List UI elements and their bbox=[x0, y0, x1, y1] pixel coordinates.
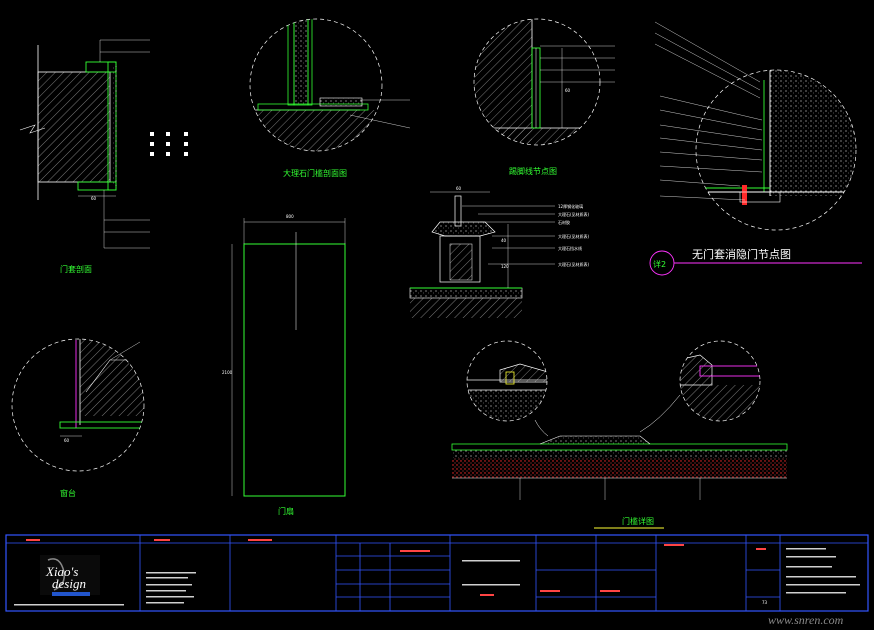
glass-stone-section: 60 40 120 12厚钢化玻璃 大理石(见材质表) 石材胶 大理石(见材质表… bbox=[409, 186, 590, 318]
door-leaf-elevation: 800 2100 门扇 bbox=[222, 214, 346, 516]
callout-stone-glue: 石材胶 bbox=[558, 219, 570, 225]
callout-marble-2: 大理石(见材质表) bbox=[558, 233, 590, 239]
callout-marble-3: 大理石(见材质表) bbox=[558, 261, 590, 267]
hidden-door-title: 无门套消隐门节点图 bbox=[692, 247, 791, 261]
stone-threshold-section-detail: 大理石门槛剖面图 bbox=[249, 18, 411, 178]
stone-threshold-section-title: 大理石门槛剖面图 bbox=[283, 168, 347, 178]
door-width-dim: 800 bbox=[286, 214, 294, 219]
door-height-dim: 2100 bbox=[222, 370, 233, 375]
logo-line2: design bbox=[52, 576, 86, 591]
stone-dim-60: 60 bbox=[456, 186, 462, 191]
title-block: Xiao's design 73 bbox=[5, 534, 869, 612]
baseboard-node-detail: 60 踢脚线节点图 bbox=[473, 18, 615, 176]
callout-glass: 12厚钢化玻璃 bbox=[558, 203, 583, 209]
sheet-number: 73 bbox=[762, 600, 768, 605]
threshold-detail-title: 门槛详图 bbox=[622, 516, 654, 526]
stone-dim-h2: 120 bbox=[501, 264, 509, 269]
callout-water-line: 大理石挡水线 bbox=[558, 245, 582, 251]
window-sill-title: 窗台 bbox=[60, 488, 76, 498]
door-frame-section-title: 门套剖面 bbox=[60, 264, 92, 274]
callout-marble-1: 大理石(见材质表) bbox=[558, 211, 590, 217]
watermark: www.snren.com bbox=[768, 613, 844, 627]
hidden-door-node-detail: 详2 无门套消隐门节点图 bbox=[649, 21, 862, 276]
stone-dim-h1: 40 bbox=[501, 238, 507, 243]
door-frame-dim-60: 60 bbox=[91, 196, 97, 201]
logo-line1: Xiao's bbox=[45, 564, 78, 579]
detail-tag: 详2 bbox=[653, 259, 666, 269]
baseboard-node-title: 踢脚线节点图 bbox=[509, 166, 557, 176]
window-sill-detail: 60 窗台 bbox=[11, 338, 145, 498]
door-leaf-title: 门扇 bbox=[278, 506, 294, 516]
sill-dim-60: 60 bbox=[64, 438, 70, 443]
door-frame-section-detail: 60 门套剖面 bbox=[19, 39, 188, 274]
threshold-detail: 门槛详图 bbox=[451, 340, 788, 529]
baseboard-dim: 60 bbox=[565, 88, 571, 93]
